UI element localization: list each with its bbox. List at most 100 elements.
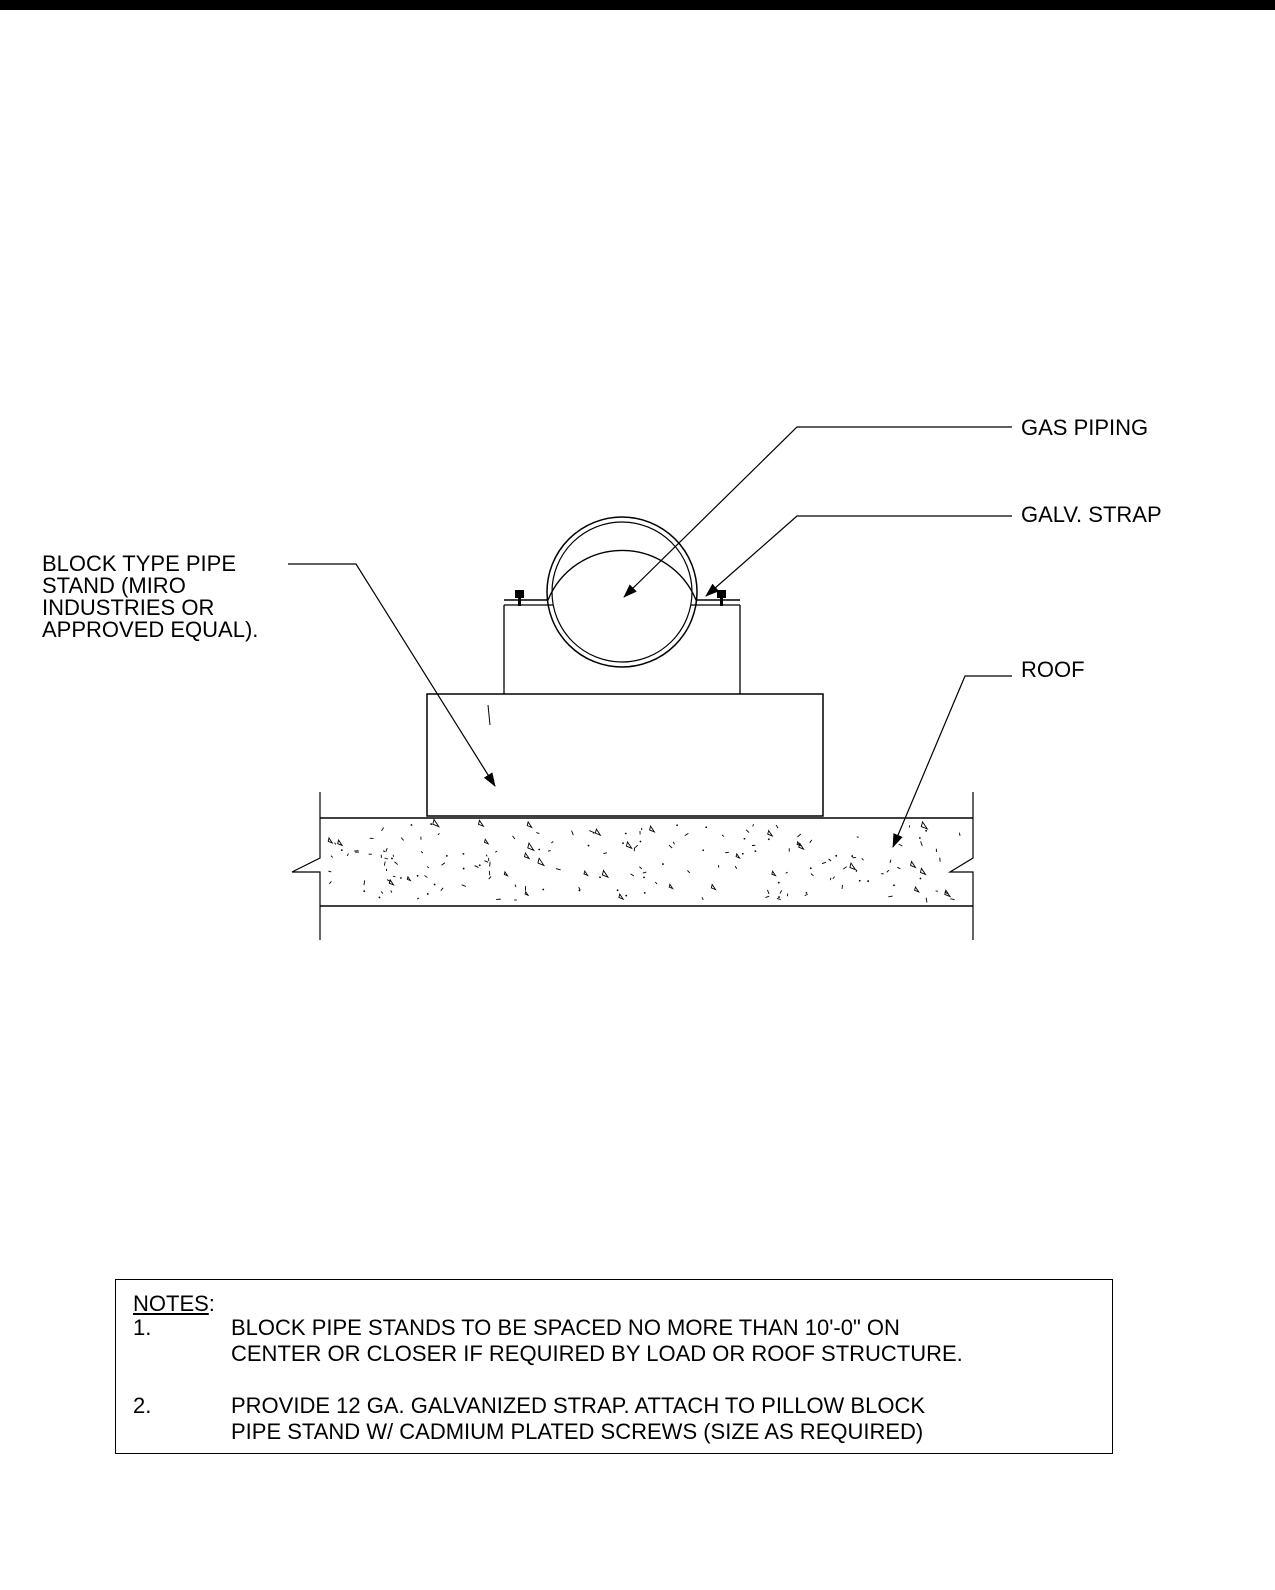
notes-heading: NOTES:: [133, 1291, 215, 1317]
concrete-aggregate-mark: [925, 897, 928, 903]
concrete-aggregate-mark: [920, 820, 929, 830]
concrete-aggregate-mark: [643, 891, 646, 894]
concrete-aggregate-mark: [327, 836, 334, 844]
concrete-aggregate-mark: [821, 861, 827, 865]
concrete-aggregate-mark: [437, 833, 440, 836]
concrete-aggregate-mark: [624, 832, 627, 835]
galv-strap-label: GALV. STRAP: [1021, 502, 1162, 527]
concrete-aggregate-mark: [705, 826, 708, 829]
galv-strap-leader: [705, 515, 1012, 597]
concrete-aggregate-mark: [741, 852, 744, 855]
notes-heading-colon: :: [208, 1291, 215, 1316]
concrete-aggregate-mark: [622, 842, 624, 845]
concrete-aggregate-mark: [767, 838, 770, 841]
notes-box: NOTES: 1. BLOCK PIPE STANDS TO BE SPACED…: [115, 1279, 1113, 1454]
concrete-aggregate-mark: [810, 873, 814, 877]
concrete-aggregate-mark: [702, 849, 705, 852]
concrete-aggregate-mark: [488, 876, 492, 880]
concrete-aggregate-mark: [639, 840, 642, 843]
gas-piping-leader: [623, 426, 1012, 598]
concrete-aggregate-mark: [842, 866, 847, 870]
concrete-aggregate-mark: [893, 884, 895, 887]
concrete-aggregate-mark: [400, 877, 402, 879]
concrete-aggregate-mark: [855, 869, 858, 873]
concrete-aggregate-mark: [701, 897, 704, 901]
concrete-aggregate-mark: [392, 854, 395, 857]
concrete-aggregate-mark: [655, 881, 658, 885]
concrete-aggregate-mark: [771, 870, 777, 877]
concrete-aggregate-mark: [512, 835, 516, 840]
concrete-aggregate-mark: [958, 832, 961, 836]
concrete-aggregate-mark: [363, 890, 366, 893]
concrete-aggregate-mark: [390, 890, 393, 893]
concrete-aggregate-mark: [523, 851, 531, 860]
concrete-aggregate-mark: [743, 837, 746, 840]
gas-piping-label: GAS PIPING: [1021, 415, 1149, 440]
concrete-aggregate-mark: [424, 875, 428, 878]
block-stand-leader: [288, 563, 496, 787]
concrete-aggregate-mark: [494, 850, 498, 853]
concrete-aggregate-mark: [382, 850, 386, 853]
concrete-aggregate-mark: [503, 870, 509, 877]
concrete-aggregate-mark: [426, 893, 429, 895]
concrete-aggregate-mark: [578, 886, 581, 891]
concrete-aggregate-mark: [721, 834, 725, 837]
concrete-aggregate-mark: [433, 883, 436, 886]
concrete-aggregate-mark: [334, 842, 337, 845]
concrete-aggregate-mark: [410, 824, 413, 826]
concrete-aggregate-mark: [919, 877, 922, 880]
concrete-aggregate-mark: [388, 878, 395, 886]
concrete-aggregate-mark: [578, 889, 581, 892]
concrete-aggregate-mark: [601, 869, 610, 879]
concrete-aggregate-mark: [618, 893, 625, 901]
concrete-aggregate-mark: [754, 850, 757, 853]
concrete-aggregate-mark: [381, 827, 385, 832]
roof-label: ROOF: [1021, 657, 1085, 682]
note-2-number: 2.: [133, 1393, 152, 1418]
note-2-text: PROVIDE 12 GA. GALVANIZED STRAP. ATTACH …: [231, 1393, 926, 1444]
concrete-aggregate-mark: [734, 865, 738, 869]
concrete-aggregate-mark: [483, 838, 490, 845]
concrete-aggregate-mark: [474, 865, 479, 868]
concrete-aggregate-mark: [668, 844, 673, 849]
concrete-aggregate-mark: [346, 853, 349, 857]
concrete-aggregate-mark: [856, 836, 859, 838]
concrete-aggregate-mark: [662, 863, 664, 865]
roof-leader: [892, 675, 1012, 848]
concrete-aggregate-mark: [920, 841, 923, 846]
concrete-aggregate-mark: [809, 867, 812, 870]
concrete-aggregate-mark: [710, 883, 717, 891]
concrete-aggregate-mark: [386, 879, 392, 882]
concrete-aggregate-mark: [542, 888, 545, 891]
concrete-aggregate-mark: [337, 839, 344, 847]
roof-concrete-texture: [327, 818, 961, 903]
concrete-aggregate-mark: [527, 842, 535, 852]
concrete-aggregate-mark: [587, 844, 590, 847]
concrete-aggregate-mark: [832, 876, 835, 880]
concrete-aggregate-mark: [430, 823, 433, 825]
concrete-aggregate-mark: [329, 881, 332, 884]
concrete-aggregate-mark: [380, 891, 384, 894]
concrete-aggregate-mark: [886, 869, 890, 873]
concrete-aggregate-mark: [547, 850, 551, 852]
concrete-aggregate-mark: [526, 820, 533, 829]
concrete-aggregate-mark: [767, 889, 770, 895]
concrete-aggregate-mark: [432, 818, 440, 828]
concrete-aggregate-mark: [889, 859, 892, 863]
concrete-aggregate-mark: [378, 896, 381, 899]
concrete-aggregate-mark: [385, 847, 388, 852]
concrete-aggregate-mark: [485, 854, 488, 857]
concrete-aggregate-mark: [555, 868, 561, 871]
concrete-aggregate-mark: [551, 841, 554, 844]
concrete-aggregate-mark: [867, 880, 869, 882]
concrete-aggregate-mark: [918, 837, 921, 839]
concrete-aggregate-mark: [809, 839, 813, 844]
concrete-aggregate-mark: [536, 832, 540, 835]
notes-heading-text: NOTES: [133, 1291, 209, 1316]
concrete-aggregate-mark: [925, 829, 928, 832]
concrete-aggregate-mark: [420, 851, 424, 854]
concrete-aggregate-mark: [767, 829, 774, 837]
concrete-aggregate-mark: [363, 880, 366, 886]
concrete-aggregate-mark: [796, 840, 802, 847]
